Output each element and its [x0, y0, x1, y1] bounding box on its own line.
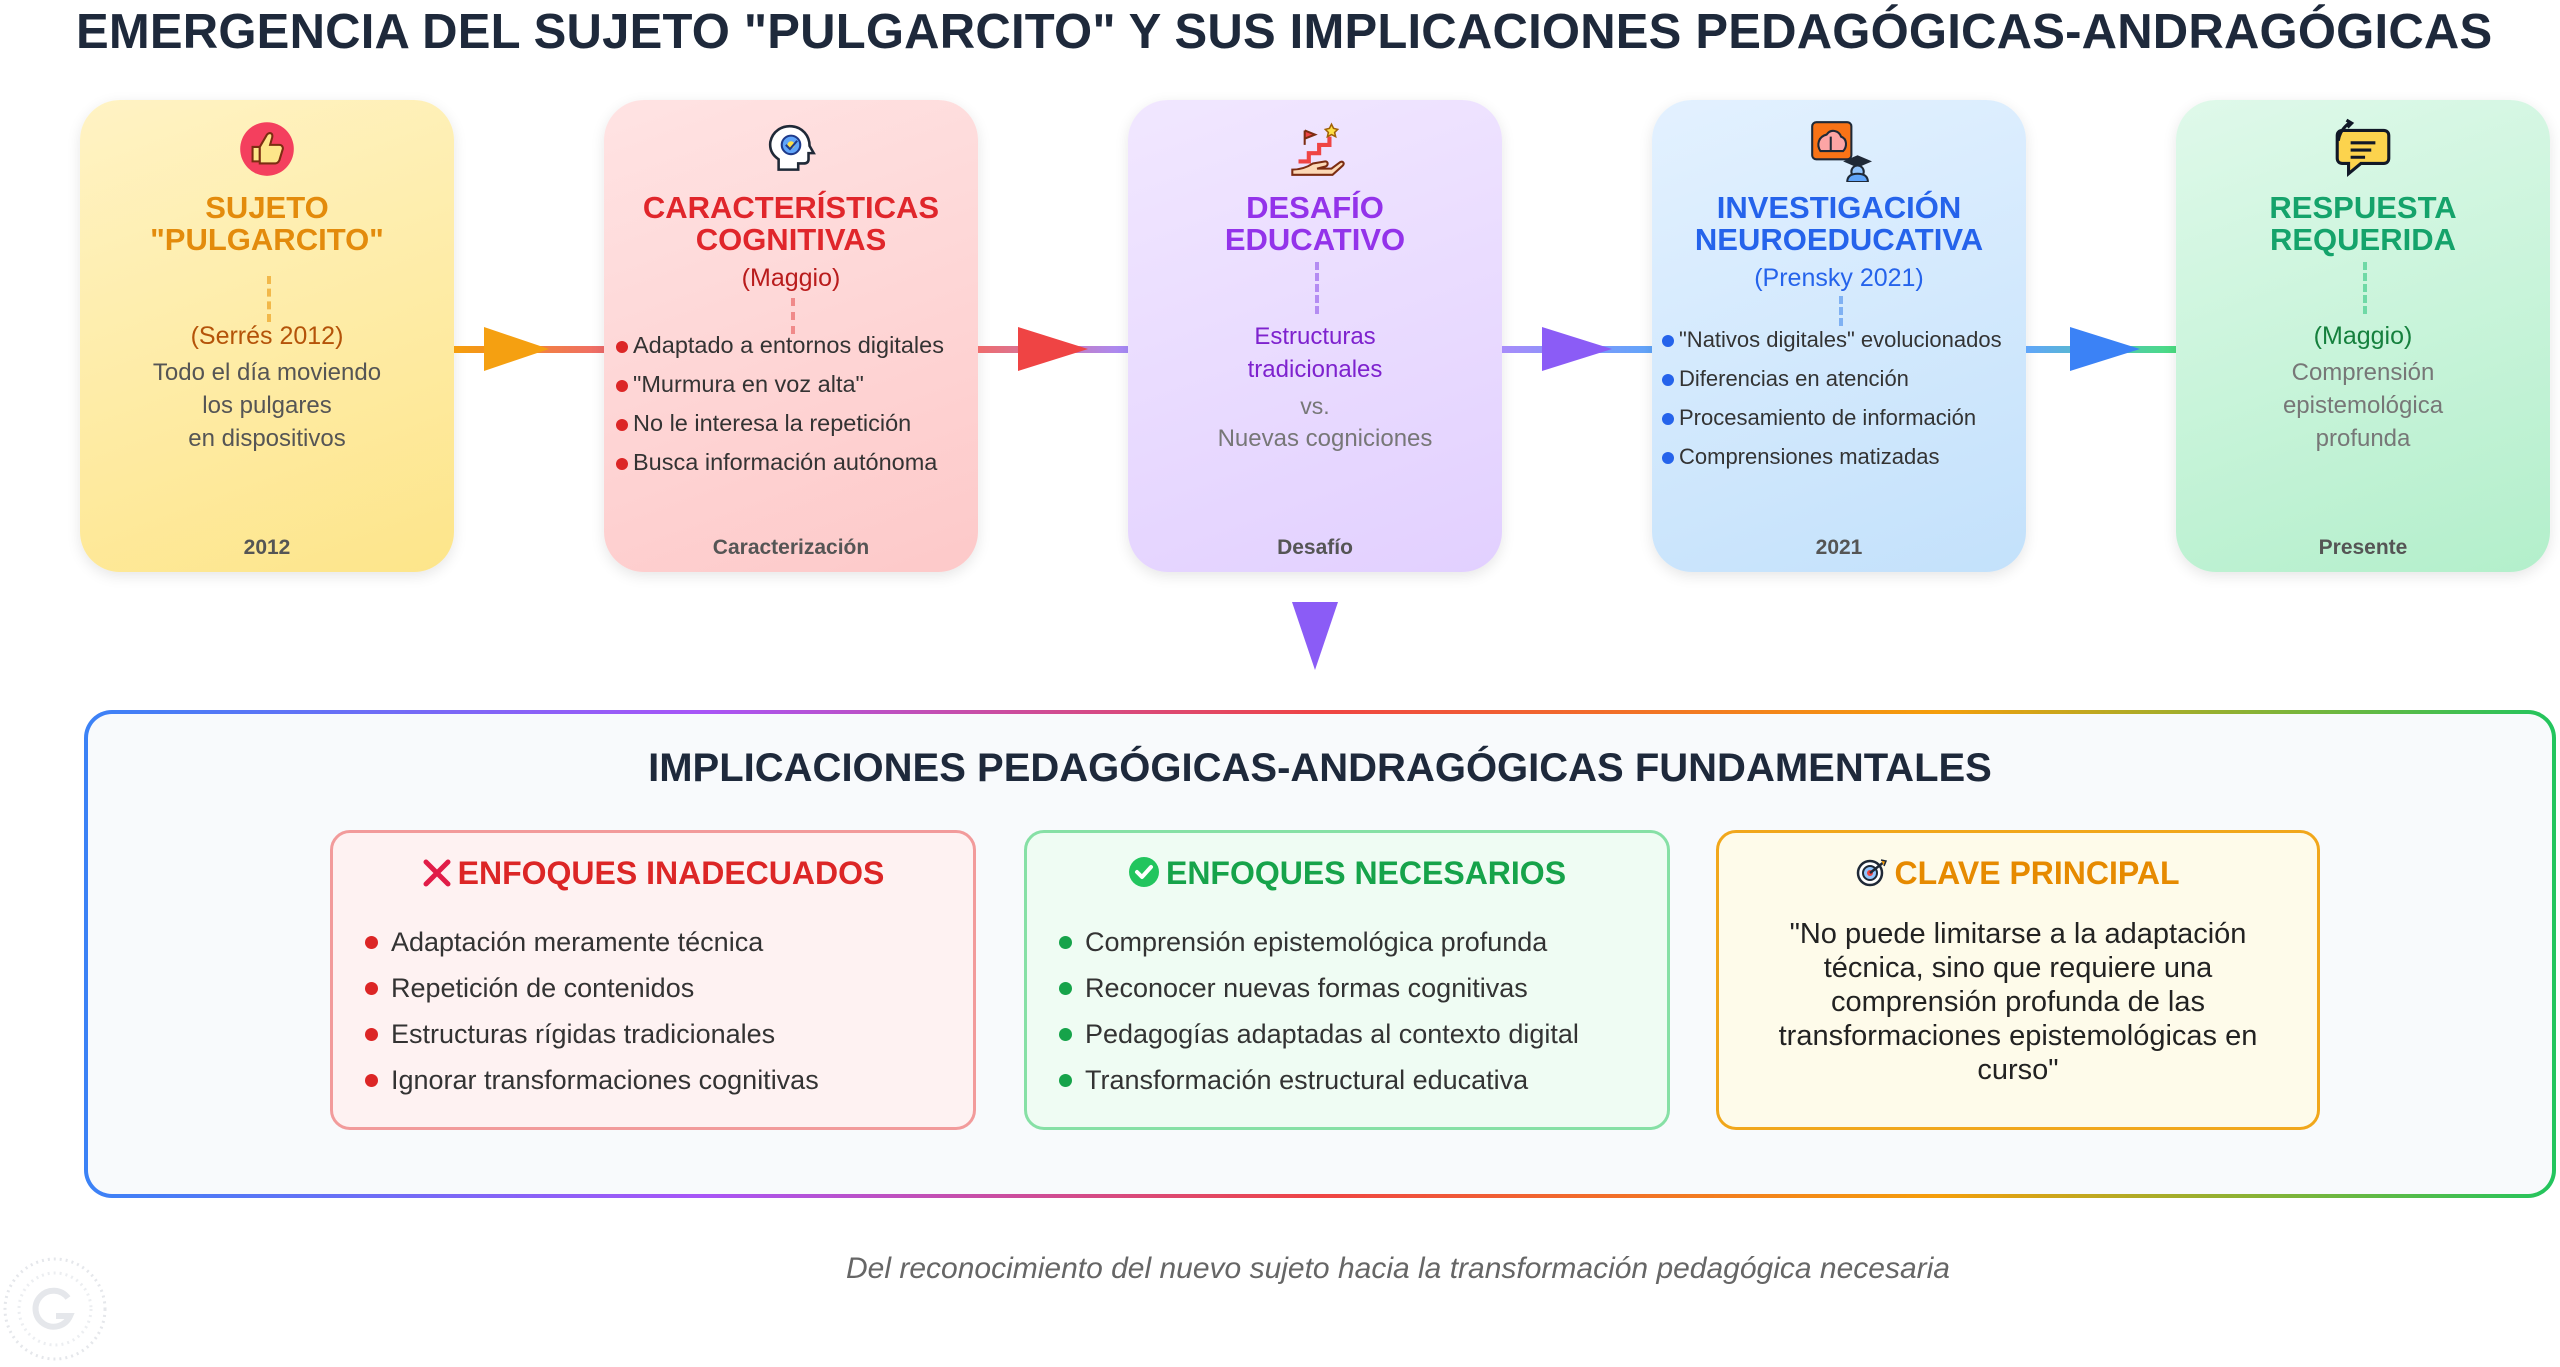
list-item: Transformación estructural educativa — [1059, 1057, 1579, 1103]
brain-graduate-icon — [1811, 121, 1872, 182]
dashed-connector — [791, 298, 795, 334]
stage-desc-line: epistemológica — [2282, 392, 2444, 419]
down-arrow-icon — [1292, 602, 1338, 670]
stage-title-line2: NEUROEDUCATIVA — [1694, 222, 1984, 257]
stage-desc-line: Comprensión — [2291, 359, 2435, 386]
list-item: Diferencias en atención — [1660, 359, 2026, 398]
stage-title-line1: CARACTERÍSTICAS — [642, 190, 940, 225]
stage-title-line1: INVESTIGACIÓN — [1716, 190, 1962, 225]
stage-source: (Maggio) — [2313, 322, 2413, 350]
necessary-approaches-box: ENFOQUES NECESARIOS Comprensión epistemo… — [1024, 830, 1670, 1130]
dashed-connector — [1839, 296, 1843, 326]
key-heading: CLAVE PRINCIPAL — [1894, 855, 2180, 891]
dashed-connector — [1315, 262, 1319, 314]
stage-source: (Prensky 2021) — [1754, 264, 1924, 292]
dashed-connector — [267, 276, 271, 322]
list-item: "Murmura en voz alta" — [614, 365, 978, 404]
stage-footer: 2012 — [243, 536, 291, 559]
stage-desc-line: Todo el día moviendo — [152, 359, 382, 386]
list-item: Ignorar transformaciones cognitivas — [365, 1057, 819, 1103]
list-item: Pedagogías adaptadas al contexto digital — [1059, 1011, 1579, 1057]
stage-card-pulgarcito: SUJETO "PULGARCITO" (Serrés 2012) Todo e… — [80, 100, 454, 572]
list-item: Busca información autónoma — [614, 443, 978, 482]
connector-arrow — [1502, 327, 1652, 371]
stage-title-line2: EDUCATIVO — [1224, 222, 1406, 257]
stage-card-respuesta: RESPUESTA REQUERIDA (Maggio) Comprensión… — [2176, 100, 2550, 572]
stage-source: (Maggio) — [741, 264, 841, 292]
stage-title-line2: "PULGARCITO" — [150, 222, 384, 257]
key-principle-box: CLAVE PRINCIPAL "No puede limitarse a la… — [1716, 830, 2320, 1130]
stage-desc-line: Estructuras — [1254, 323, 1376, 350]
stage-title-line1: DESAFÍO — [1246, 190, 1384, 225]
stage-card-investigacion: INVESTIGACIÓN NEUROEDUCATIVA (Prensky 20… — [1652, 100, 2026, 572]
implications-panel: IMPLICACIONES PEDAGÓGICAS-ANDRAGÓGICAS F… — [84, 710, 2556, 1198]
caption: Del reconocimiento del nuevo sujeto haci… — [846, 1252, 1950, 1285]
list-item: Adaptación meramente técnica — [365, 919, 819, 965]
implications-title: IMPLICACIONES PEDAGÓGICAS-ANDRAGÓGICAS F… — [648, 746, 1992, 790]
list-item: Procesamiento de información — [1660, 398, 2026, 437]
connector-arrow — [2026, 327, 2176, 371]
key-quote: "No puede limitarse a la adaptación técn… — [1778, 918, 2258, 1086]
list-item: Comprensiones matizadas — [1660, 437, 2026, 476]
stage-footer: 2021 — [1815, 536, 1863, 559]
list-item: Repetición de contenidos — [365, 965, 819, 1011]
stage-desc-line: los pulgares — [202, 392, 332, 419]
chat-refresh-icon — [2335, 118, 2391, 178]
list-item: Reconocer nuevas formas cognitivas — [1059, 965, 1579, 1011]
connector-arrow — [978, 327, 1128, 371]
page-title: EMERGENCIA DEL SUJETO "PULGARCITO" Y SUS… — [76, 5, 2493, 59]
stage-footer: Presente — [2318, 536, 2408, 559]
stage-footer: Desafío — [1277, 536, 1353, 559]
stage-desc-line: profunda — [2315, 425, 2411, 452]
necessary-heading: ENFOQUES NECESARIOS — [1165, 855, 1567, 891]
stage-title-line1: RESPUESTA — [2269, 190, 2457, 225]
check-circle-icon — [1128, 857, 1159, 887]
list-item: No le interesa la repetición — [614, 404, 978, 443]
stage-title-line2: COGNITIVAS — [695, 222, 887, 257]
stage-footer: Caracterización — [712, 536, 870, 559]
stage-desc-line: en dispositivos — [188, 425, 346, 452]
logo-watermark-icon — [3, 1257, 107, 1361]
list-item: Estructuras rígidas tradicionales — [365, 1011, 819, 1057]
stage-desc-line: Nuevas cogniciones — [1217, 425, 1433, 452]
list-item: "Nativos digitales" evolucionados — [1660, 320, 2026, 359]
stage-title-line1: SUJETO — [205, 190, 329, 225]
inadequate-heading: ENFOQUES INADECUADOS — [457, 855, 885, 891]
stage-card-caracteristicas: CARACTERÍSTICAS COGNITIVAS (Maggio) Adap… — [604, 100, 978, 572]
stage-card-desafio: DESAFÍO EDUCATIVO Estructuras tradiciona… — [1128, 100, 1502, 572]
stage-title-line2: REQUERIDA — [2269, 222, 2456, 257]
connector-arrow — [454, 327, 604, 371]
list-item: Comprensión epistemológica profunda — [1059, 919, 1579, 965]
dashed-connector — [2363, 262, 2367, 314]
stage-source: (Serrés 2012) — [190, 322, 344, 350]
vs-label: vs. — [1300, 393, 1330, 419]
inadequate-approaches-box: ENFOQUES INADECUADOS Adaptación merament… — [330, 830, 976, 1130]
list-item: Adaptado a entornos digitales — [614, 326, 978, 365]
cross-icon — [423, 859, 451, 887]
thumbs-up-icon — [240, 122, 294, 176]
brain-gear-icon — [768, 124, 816, 171]
stage-desc-line: tradicionales — [1247, 356, 1383, 383]
target-icon — [1857, 859, 1888, 887]
stairs-hand-icon — [1291, 122, 1345, 176]
